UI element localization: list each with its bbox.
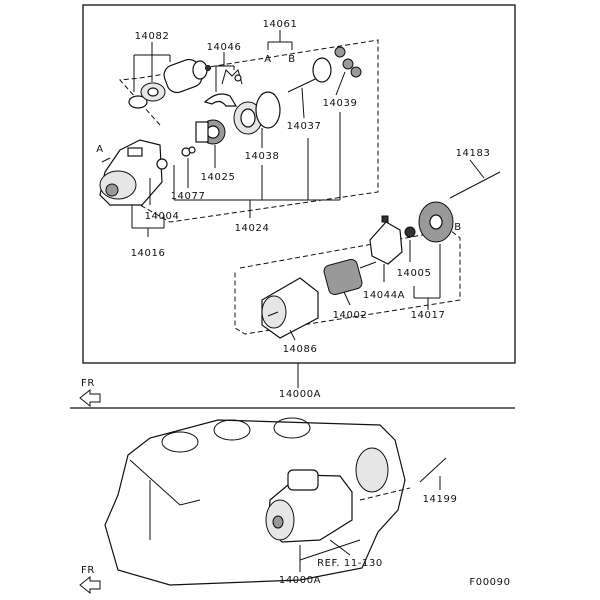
assembly-outline-lower — [234, 229, 461, 335]
callout-14044a: 14044A — [363, 290, 405, 301]
callout-14005: 14005 — [397, 268, 432, 279]
connector-a-label: A — [264, 54, 271, 65]
callout-14017: 14017 — [411, 310, 446, 321]
assembly-outline-upper — [118, 39, 379, 223]
callout-14199: 14199 — [423, 494, 458, 505]
leader-lines-top — [131, 30, 485, 388]
callout-14037: 14037 — [287, 121, 322, 132]
callout-14024: 14024 — [235, 223, 270, 234]
callout-14077: 14077 — [171, 191, 206, 202]
leader-lines-bottom — [299, 476, 441, 572]
armature-part — [323, 258, 377, 296]
mount-bolt — [419, 457, 447, 483]
connector-b-marker: B — [454, 222, 461, 233]
brush-holder-part — [369, 215, 403, 265]
bolt-a — [101, 157, 111, 163]
engine-block — [104, 417, 406, 586]
callout-14086: 14086 — [283, 344, 318, 355]
callout-14000a-top: 14000A — [279, 389, 321, 400]
front-bracket-part — [99, 139, 163, 206]
callout-14061: 14061 — [263, 19, 298, 30]
lever-part — [203, 69, 243, 107]
callout-14016: 14016 — [131, 248, 166, 259]
reference-label: REF. 11-130 — [317, 558, 383, 569]
callout-14000a-bottom: 14000A — [279, 575, 321, 586]
gear-housing-part — [233, 91, 281, 135]
starter-motor-installed — [265, 469, 353, 543]
callout-14002: 14002 — [333, 310, 368, 321]
yoke-part — [261, 277, 319, 339]
front-marker-top: FR — [81, 378, 95, 389]
callout-14039: 14039 — [323, 98, 358, 109]
callout-14038: 14038 — [245, 151, 280, 162]
solenoid-part — [128, 58, 211, 109]
exploded-view-frame — [82, 4, 516, 364]
callout-14004: 14004 — [145, 211, 180, 222]
install-guide-dashed — [359, 487, 411, 501]
front-bushing — [156, 158, 168, 170]
callout-14183: 14183 — [456, 148, 491, 159]
pinion-shaft-part — [287, 46, 362, 93]
front-arrow-icon-lower — [79, 575, 101, 595]
connector-a-marker: A — [96, 144, 103, 155]
figure-code: F00090 — [469, 577, 510, 588]
overrunning-clutch-part — [195, 119, 226, 145]
callout-14025: 14025 — [201, 172, 236, 183]
connector-b-label: B — [288, 54, 295, 65]
front-arrow-icon — [79, 388, 101, 408]
front-marker-bottom: FR — [81, 565, 95, 576]
through-bolt — [449, 171, 501, 199]
callout-14082: 14082 — [135, 31, 170, 42]
rear-bracket-part — [404, 201, 454, 243]
stop-ring-part — [181, 146, 196, 157]
callout-14046: 14046 — [207, 42, 242, 53]
